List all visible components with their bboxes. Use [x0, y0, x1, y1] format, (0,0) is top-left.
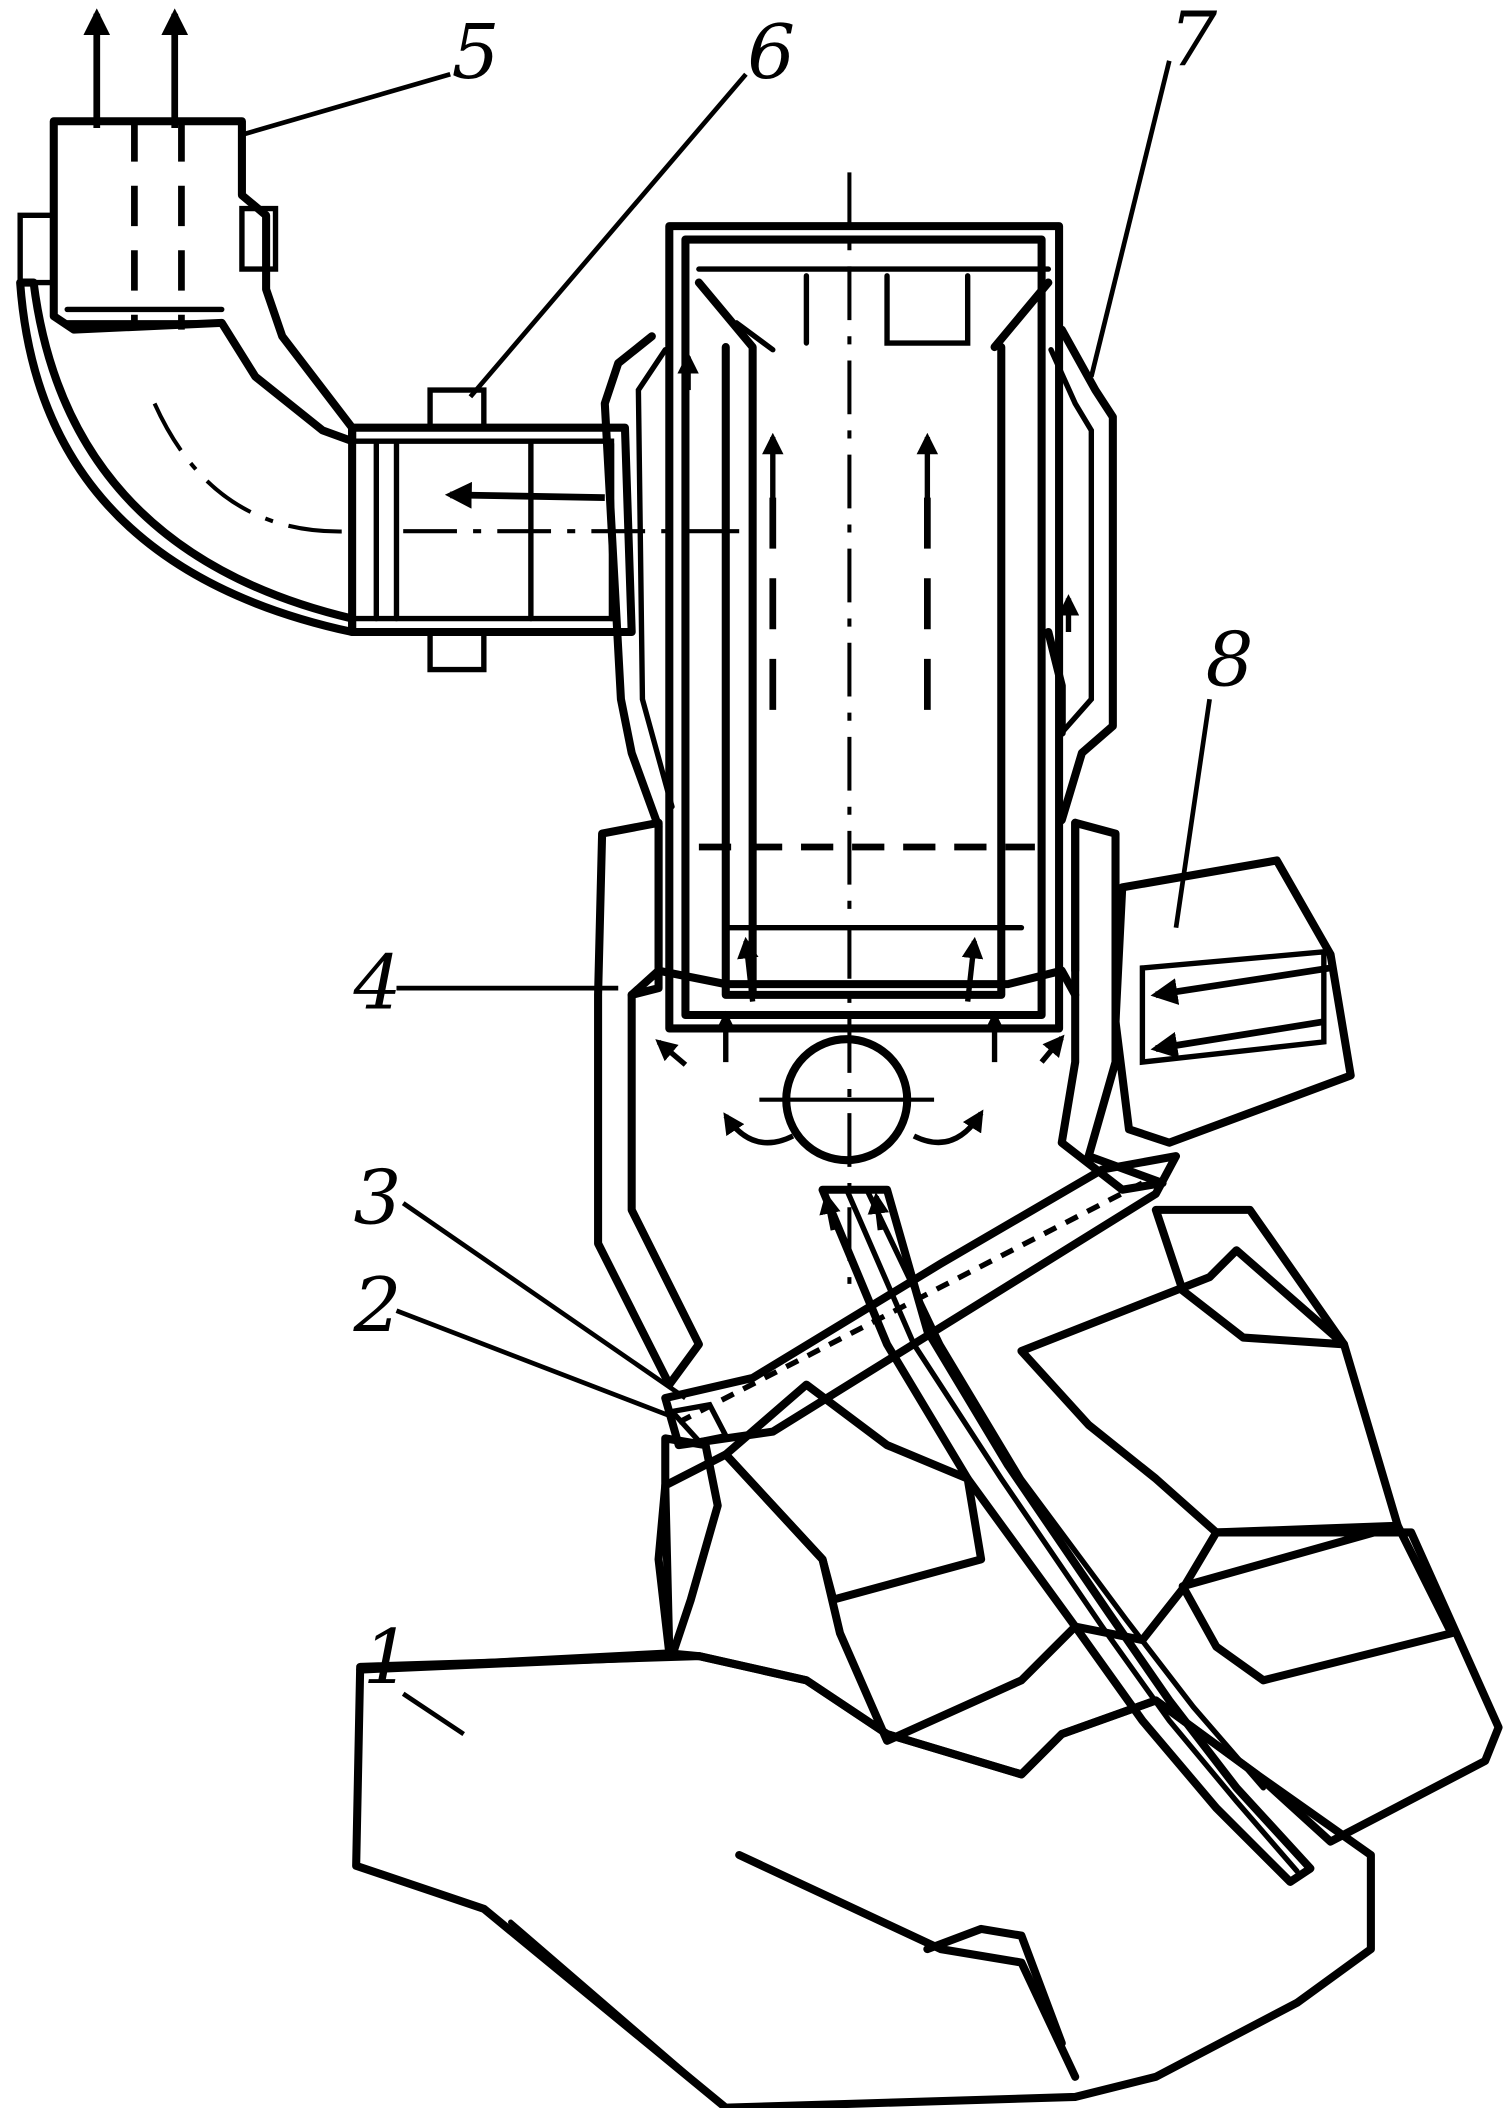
- chamber-body: [594, 818, 1167, 1389]
- label-4: 4: [352, 938, 401, 1026]
- label-2: 2: [352, 1261, 401, 1349]
- flow-arrows: [655, 936, 1065, 1146]
- elbow-pipe: [16, 8, 357, 637]
- leader-lines: [241, 60, 1212, 1737]
- label-3: 3: [353, 1153, 401, 1241]
- outer-jacket: [600, 325, 1117, 831]
- inner-tube: [665, 172, 1064, 1284]
- label-8: 8: [1206, 616, 1254, 704]
- inlet-pipe: [818, 1185, 1315, 1886]
- label-7: 7: [1169, 0, 1217, 83]
- base-casting: [352, 1205, 1503, 2108]
- callout-labels: 5 6 7 8 4 3 2 1: [352, 0, 1253, 1701]
- inlet-duct: [1111, 856, 1355, 1147]
- label-6: 6: [747, 8, 795, 96]
- tube-plate: [661, 1152, 1181, 1450]
- side-nozzle: [348, 387, 753, 673]
- label-1: 1: [363, 1613, 411, 1701]
- label-5: 5: [452, 8, 500, 96]
